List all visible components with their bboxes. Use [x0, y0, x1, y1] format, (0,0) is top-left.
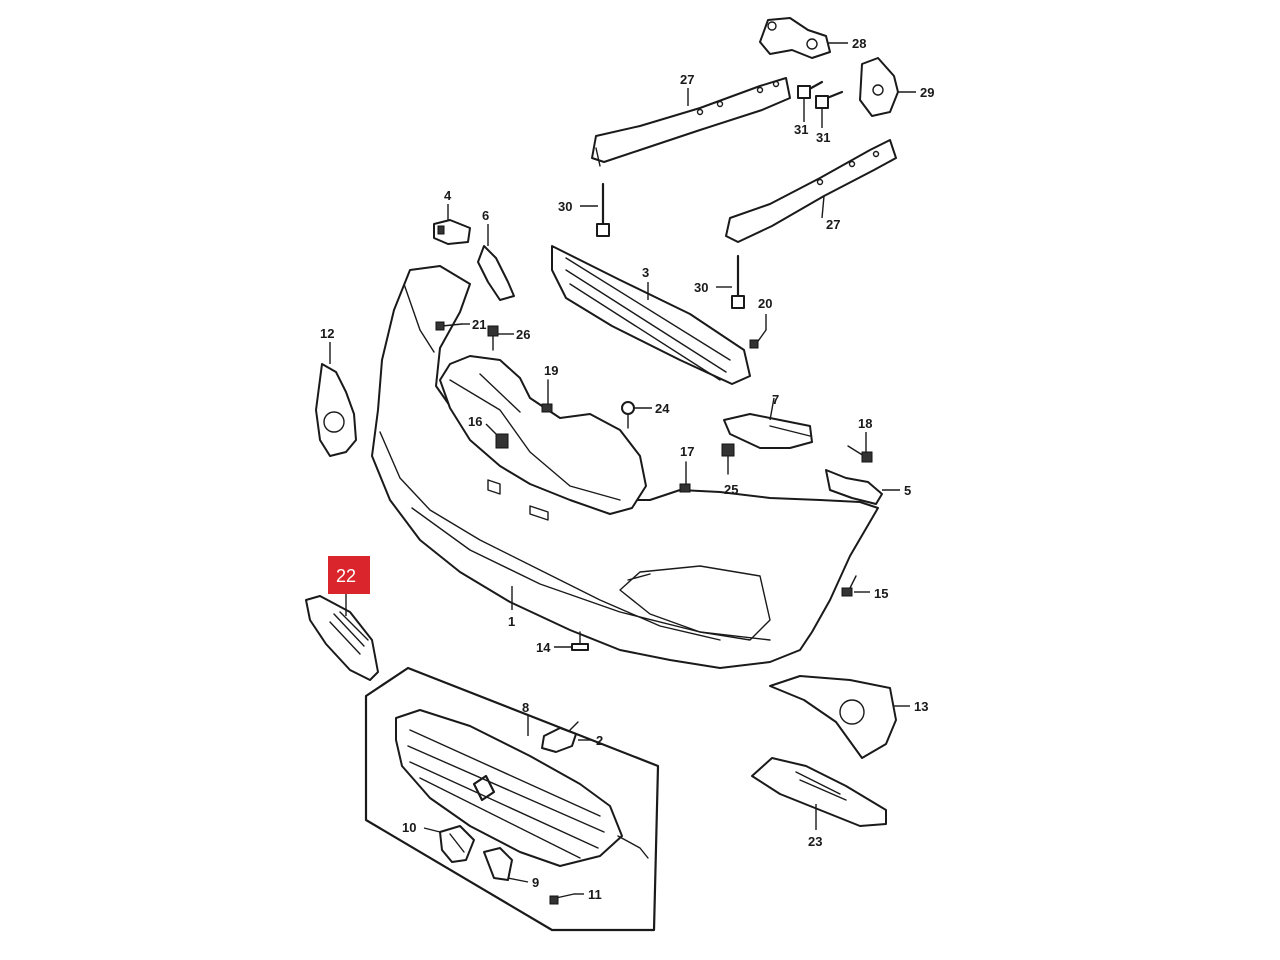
part-2-tow-cap[interactable]	[541, 721, 579, 753]
highlight-22-label: 22	[336, 566, 356, 586]
part-29-bracket[interactable]	[859, 57, 899, 117]
callout-8: 8	[522, 700, 529, 715]
callout-18: 18	[858, 416, 872, 431]
callout-11: 11	[588, 887, 602, 902]
part-12-side-trim[interactable]	[315, 363, 357, 457]
part-21-screw[interactable]	[435, 321, 463, 331]
part-26-bolt[interactable]	[487, 325, 499, 351]
callout-16: 16	[468, 414, 482, 429]
part-17-screw[interactable]	[679, 461, 691, 493]
callout-25: 25	[724, 482, 738, 497]
part-1-bumper-cover[interactable]	[371, 265, 879, 669]
part-4-clip[interactable]	[433, 219, 471, 245]
part-30-bolt-upper[interactable]	[596, 182, 610, 237]
callout-19: 19	[544, 363, 558, 378]
part-30-bolt-lower[interactable]	[731, 254, 745, 309]
callout-12: 12	[320, 326, 334, 341]
part-3-upper-grille[interactable]	[551, 245, 751, 385]
callout-17: 17	[680, 444, 694, 459]
callout-27a: 27	[680, 72, 694, 87]
callout-13: 13	[914, 699, 928, 714]
callout-30a: 30	[558, 199, 572, 214]
part-6-bracket[interactable]	[477, 245, 515, 301]
callout-26: 26	[516, 327, 530, 342]
part-24-clip[interactable]	[621, 401, 635, 429]
part-27-upper-member[interactable]	[591, 77, 791, 167]
part-27-lower-member[interactable]	[725, 139, 897, 243]
callout-9: 9	[532, 875, 539, 890]
callout-10: 10	[402, 820, 416, 835]
callout-2: 2	[596, 733, 603, 748]
callout-14: 14	[536, 640, 551, 655]
part-19-screw[interactable]	[541, 379, 553, 413]
part-22-fog-cover[interactable]	[305, 595, 379, 681]
callout-7: 7	[772, 392, 779, 407]
part-9-bracket[interactable]	[483, 847, 513, 881]
part-15-screw[interactable]	[841, 575, 857, 597]
part-8-front-grille[interactable]	[395, 709, 649, 867]
callout-5: 5	[904, 483, 911, 498]
callout-27b: 27	[826, 217, 840, 232]
part-10-emblem[interactable]	[439, 825, 475, 863]
part-20-screw[interactable]	[749, 329, 767, 349]
callout-3: 3	[642, 265, 649, 280]
callout-24: 24	[655, 401, 670, 416]
callout-6: 6	[482, 208, 489, 223]
callout-28: 28	[852, 36, 866, 51]
part-13-fog-bezel[interactable]	[769, 675, 897, 759]
callout-30b: 30	[694, 280, 708, 295]
grille-assembly-box	[364, 666, 660, 932]
part-7-bracket[interactable]	[723, 413, 813, 449]
callout-20: 20	[758, 296, 772, 311]
callout-31b: 31	[816, 130, 830, 145]
part-25-bolt[interactable]	[721, 443, 735, 475]
callout-1: 1	[508, 614, 515, 629]
part-11-screw[interactable]	[549, 893, 575, 905]
callout-23: 23	[808, 834, 822, 849]
part-23-lower-trim[interactable]	[751, 757, 887, 827]
part-31-bolt-b[interactable]	[815, 90, 844, 109]
part-5-bracket[interactable]	[825, 469, 883, 505]
part-28-bracket[interactable]	[759, 17, 831, 59]
callout-29: 29	[920, 85, 934, 100]
callout-4: 4	[444, 188, 452, 203]
callout-31a: 31	[794, 122, 808, 137]
callout-15: 15	[874, 586, 888, 601]
highlight-22-badge: 22	[328, 556, 370, 594]
part-16-clip[interactable]	[495, 433, 509, 449]
callout-21: 21	[472, 317, 486, 332]
part-18-bolt[interactable]	[847, 445, 873, 463]
